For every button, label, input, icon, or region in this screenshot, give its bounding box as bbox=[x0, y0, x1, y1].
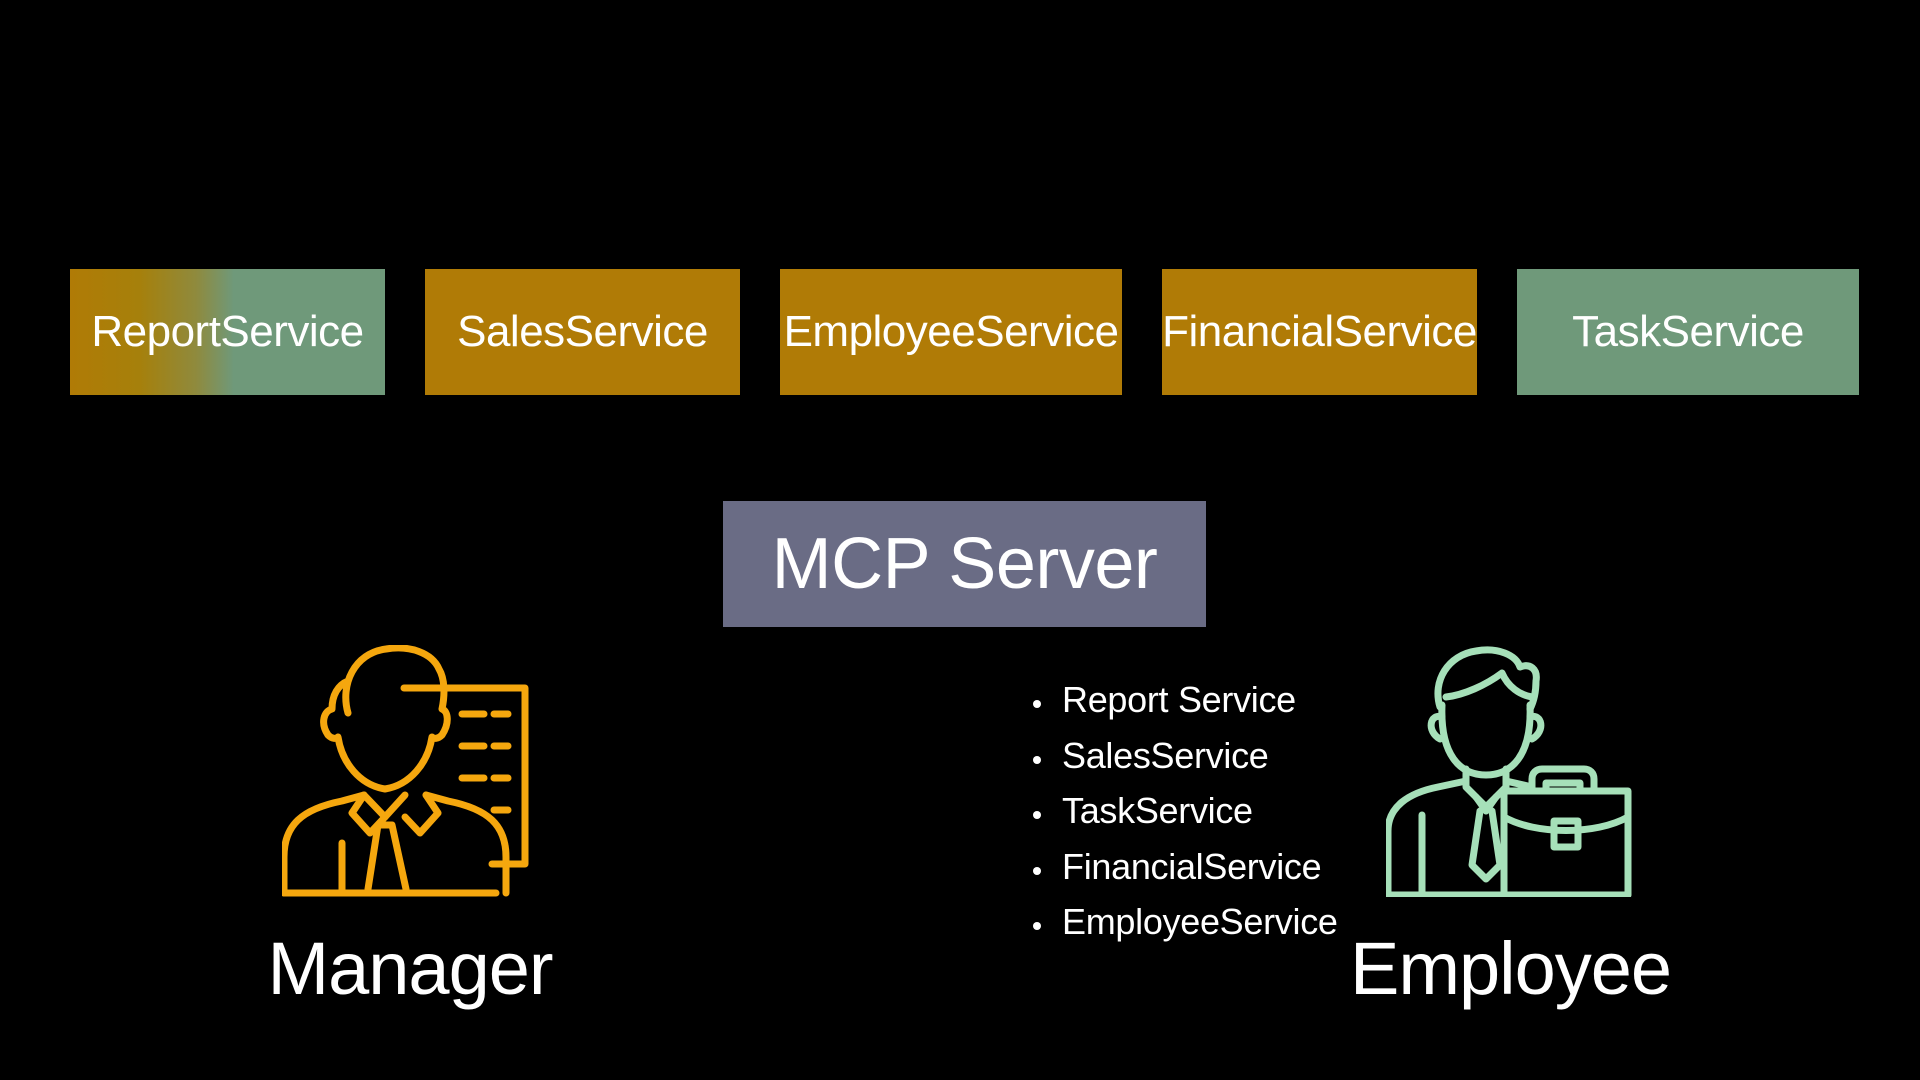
list-item: SalesService bbox=[1056, 732, 1338, 788]
employee-briefcase-icon bbox=[1386, 646, 1632, 897]
report-service-label: ReportService bbox=[91, 307, 364, 356]
list-item: EmployeeService bbox=[1056, 898, 1338, 954]
employee-service-label: EmployeeService bbox=[783, 307, 1119, 356]
financial-service-label: FinancialService bbox=[1162, 307, 1477, 356]
sales-service-label: SalesService bbox=[457, 307, 708, 356]
list-item: FinancialService bbox=[1056, 843, 1338, 899]
manager-label: Manager bbox=[267, 927, 553, 1010]
task-service-label: TaskService bbox=[1572, 307, 1804, 356]
employee-access-list: Report Service SalesService TaskService … bbox=[1020, 676, 1338, 954]
list-item: TaskService bbox=[1056, 787, 1338, 843]
employee-label: Employee bbox=[1350, 927, 1672, 1010]
report-service-box: ReportService bbox=[70, 269, 385, 395]
task-service-box: TaskService bbox=[1517, 269, 1859, 395]
employee-service-box: EmployeeService bbox=[780, 269, 1122, 395]
list-item: Report Service bbox=[1056, 676, 1338, 732]
mcp-server-box: MCP Server bbox=[723, 501, 1206, 627]
manager-icon bbox=[282, 645, 529, 897]
sales-service-box: SalesService bbox=[425, 269, 740, 395]
financial-service-box: FinancialService bbox=[1162, 269, 1477, 395]
mcp-server-label: MCP Server bbox=[771, 524, 1158, 604]
